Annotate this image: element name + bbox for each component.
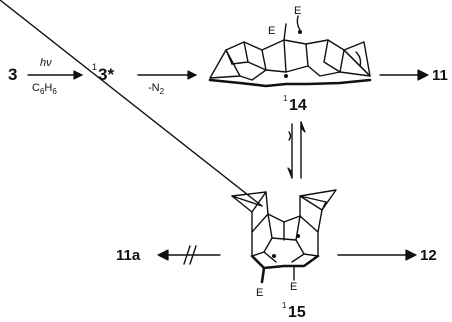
arrow-to-11 (379, 69, 429, 81)
structure-14-label: 14 (289, 97, 307, 114)
product-11a-label: 11a (116, 247, 141, 264)
equilibrium-arrows (287, 121, 306, 179)
structure-15 (0, 0, 337, 284)
structure-14-superscript: 1 (283, 94, 288, 103)
arrow-to-12 (337, 249, 417, 261)
denitrogenation-arrow (137, 70, 197, 80)
structure-15-superscript: 1 (282, 301, 287, 310)
structure-14-substituent-e: E (268, 25, 275, 37)
product-12-label: 12 (420, 247, 437, 264)
structure-14-substituent-e2: E (294, 5, 301, 17)
start-compound-label: 3 (8, 65, 17, 84)
blocked-arrow-to-11a (157, 245, 221, 265)
structure-14 (208, 15, 372, 88)
photolysis-arrow (27, 70, 83, 80)
structure-15-label: 15 (288, 304, 306, 321)
product-11-label: 11 (432, 67, 448, 84)
structure-15-substituent-e: E (256, 287, 263, 299)
structure-15-substituent-e2: E (290, 281, 297, 293)
excited-state-label: 3* (98, 65, 114, 84)
step1-condition-below: C6H6 (32, 82, 57, 96)
step2-condition-below: -N2 (148, 82, 165, 96)
excited-state-superscript: 1 (92, 62, 97, 72)
step1-condition-above: hν (40, 57, 52, 69)
